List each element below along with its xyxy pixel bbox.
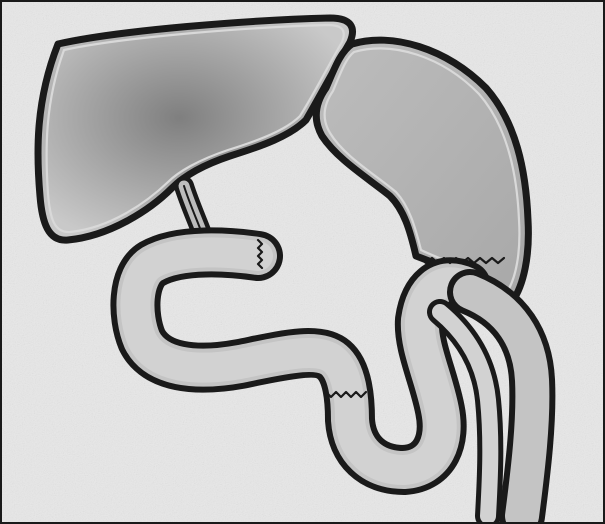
anatomical-diagram	[0, 0, 605, 524]
